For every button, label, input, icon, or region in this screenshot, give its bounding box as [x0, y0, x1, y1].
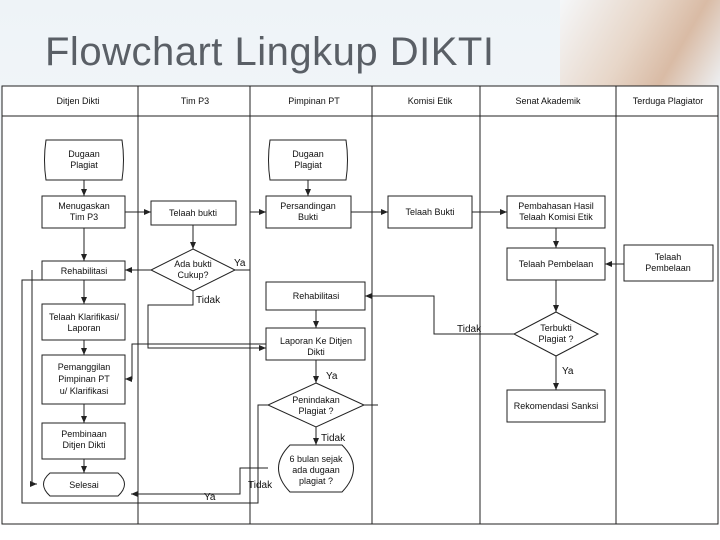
text-telaah-pembelaan-sa: Telaah Pembelaan: [519, 259, 594, 269]
lane-header-senat: Senat Akademik: [515, 96, 581, 106]
text-ada-bukti-b: Cukup?: [177, 270, 208, 280]
text-persandingan-b: Bukti: [298, 212, 318, 222]
text-telaah-bukti-ke: Telaah Bukti: [405, 207, 454, 217]
node-laporan: [265, 327, 366, 361]
text-selesai: Selesai: [69, 480, 99, 490]
text-terbukti-a: Terbukti: [540, 323, 572, 333]
node-dugaan-plagiat-2: [268, 139, 348, 181]
label-tidak-3: Tidak: [321, 433, 346, 444]
text-enam-bulan-c: plagiat ?: [299, 476, 333, 486]
text-laporan-a: Laporan Ke Ditjen: [280, 336, 352, 346]
text-pemanggilan-b: Pimpinan PT: [58, 374, 110, 384]
connectors: [21, 180, 624, 504]
text-dugaan-2b: Plagiat: [294, 160, 322, 170]
lane-header-ditjen: Ditjen Dikti: [56, 96, 99, 106]
node-dugaan-plagiat-1: [44, 139, 124, 181]
text-rekomendasi: Rekomendasi Sanksi: [514, 401, 599, 411]
node-telaah-klarifikasi: [41, 303, 126, 341]
hand-writing-photo: [560, 0, 720, 88]
text-pemanggilan-a: Pemanggilan: [58, 362, 111, 372]
lane-header-komisi: Komisi Etik: [408, 96, 453, 106]
text-dugaan-2a: Dugaan: [292, 149, 324, 159]
node-pembahasan-hasil: [506, 195, 606, 229]
text-penindakan-a: Penindakan: [292, 395, 340, 405]
node-telaah-pembelaan-senat: [506, 247, 606, 281]
text-terbukti-b: Plagiat ?: [538, 334, 573, 344]
label-ya-3: Ya: [326, 371, 338, 382]
text-laporan-b: Dikti: [307, 347, 325, 357]
text-dugaan-1b: Plagiat: [70, 160, 98, 170]
node-persandingan: [265, 195, 352, 229]
text-enam-bulan-a: 6 bulan sejak: [289, 454, 343, 464]
text-pemanggilan-c: u/ Klarifikasi: [60, 386, 109, 396]
lane-header-pimpinan: Pimpinan PT: [288, 96, 340, 106]
text-pembahasan-b: Telaah Komisi Etik: [519, 212, 593, 222]
text-ada-bukti-a: Ada bukti: [174, 259, 212, 269]
node-selesai: [43, 472, 125, 497]
text-pembinaan-a: Pembinaan: [61, 429, 107, 439]
label-tidak-4: Tidak: [248, 480, 273, 491]
node-telaah-bukti-komisi: [387, 195, 473, 229]
text-menugaskan-b: Tim P3: [70, 212, 98, 222]
node-telaah-pembelaan-terduga: [623, 244, 714, 282]
lane-header-timp3: Tim P3: [181, 96, 209, 106]
text-pembinaan-b: Ditjen Dikti: [62, 440, 105, 450]
text-enam-bulan-b: ada dugaan: [292, 465, 340, 475]
text-rehab-1: Rehabilitasi: [61, 266, 108, 276]
label-ya-1: Ya: [234, 258, 246, 269]
text-telaah-bukti-p3: Telaah bukti: [169, 208, 217, 218]
text-penindakan-b: Plagiat ?: [298, 406, 333, 416]
text-telaah-pembelaan-tp-b: Pembelaan: [645, 263, 691, 273]
label-tidak-2: Tidak: [457, 324, 482, 335]
slide-title: Flowchart Lingkup DIKTI: [45, 30, 495, 74]
label-tidak-1: Tidak: [196, 295, 221, 306]
label-ya-2: Ya: [562, 366, 574, 377]
text-pembahasan-a: Pembahasan Hasil: [518, 201, 594, 211]
node-enam-bulan: [278, 444, 354, 493]
text-klarifikasi-b: Laporan: [67, 323, 100, 333]
text-menugaskan-a: Menugaskan: [58, 201, 110, 211]
label-ya-4: Ya: [204, 492, 216, 503]
text-telaah-pembelaan-tp-a: Telaah: [655, 252, 682, 262]
text-dugaan-1a: Dugaan: [68, 149, 100, 159]
text-persandingan-a: Persandingan: [280, 201, 336, 211]
text-rehab-2: Rehabilitasi: [293, 291, 340, 301]
node-rekomendasi-sanksi: [506, 389, 606, 423]
text-klarifikasi-a: Telaah Klarifikasi/: [49, 312, 120, 322]
lane-header-terduga: Terduga Plagiator: [633, 96, 704, 106]
